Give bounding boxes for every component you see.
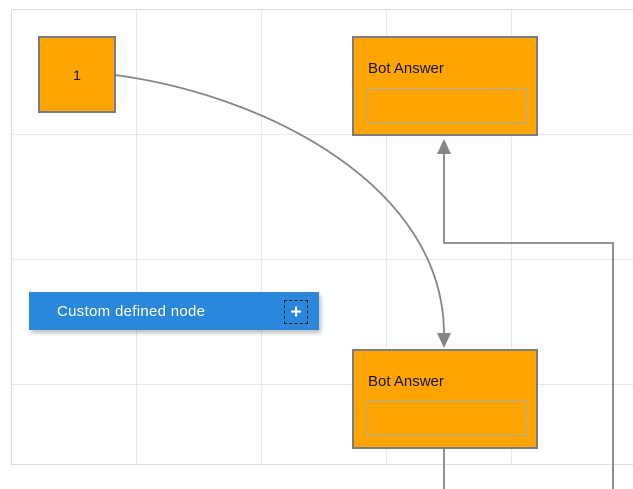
add-port-plus-icon[interactable]: + — [284, 299, 308, 324]
custom-node-button[interactable]: Custom defined node + — [29, 292, 319, 330]
bot-answer-input[interactable] — [367, 88, 527, 123]
node-start-label: 1 — [73, 66, 81, 83]
node-start[interactable]: 1 — [38, 36, 116, 113]
node-bot-answer-top[interactable]: Bot Answer — [352, 36, 538, 136]
custom-node-label: Custom defined node — [57, 302, 206, 320]
bot-answer-input[interactable] — [367, 401, 527, 436]
bot-answer-title: Bot Answer — [368, 60, 444, 77]
node-bot-answer-bottom[interactable]: Bot Answer — [352, 349, 538, 449]
bot-answer-title: Bot Answer — [368, 373, 444, 390]
